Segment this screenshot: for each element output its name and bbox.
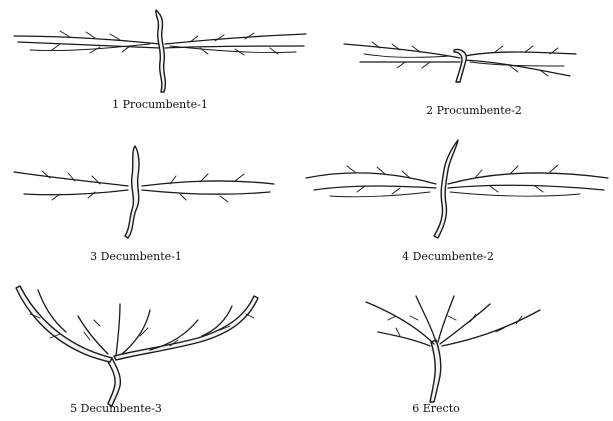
panel-number: 6	[412, 402, 419, 415]
plant-habit-erecto-illustration	[300, 276, 613, 421]
panel-label: Erecto	[423, 402, 460, 415]
panel-label: Decumbente-3	[81, 402, 162, 415]
panel-number: 1	[112, 98, 119, 111]
plant-habit-decumbente-3-illustration	[0, 276, 300, 421]
panel-caption: 6 Erecto	[356, 402, 516, 415]
panel-label: Decumbente-1	[101, 250, 182, 263]
panel-decumbente-2: 4 Decumbente-2	[300, 138, 613, 268]
panel-caption: 3 Decumbente-1	[56, 250, 216, 263]
panel-erecto: 6 Erecto	[300, 276, 613, 421]
panel-caption: 4 Decumbente-2	[368, 250, 528, 263]
panel-procumbente-1: 1 Procumbente-1	[0, 0, 320, 130]
panel-number: 4	[402, 250, 409, 263]
panel-caption: 2 Procumbente-2	[394, 104, 554, 117]
plant-habit-decumbente-2-illustration	[300, 138, 613, 268]
panel-procumbente-2: 2 Procumbente-2	[320, 0, 613, 130]
panel-label: Decumbente-2	[413, 250, 494, 263]
panel-number: 2	[426, 104, 433, 117]
panel-number: 3	[90, 250, 97, 263]
plant-habit-decumbente-1-illustration	[0, 138, 300, 268]
panel-label: Procumbente-1	[123, 98, 208, 111]
panel-decumbente-1: 3 Decumbente-1	[0, 138, 300, 268]
panel-label: Procumbente-2	[437, 104, 522, 117]
panel-number: 5	[70, 402, 77, 415]
panel-decumbente-3: 5 Decumbente-3	[0, 276, 300, 421]
panel-caption: 5 Decumbente-3	[36, 402, 196, 415]
panel-caption: 1 Procumbente-1	[80, 98, 240, 111]
